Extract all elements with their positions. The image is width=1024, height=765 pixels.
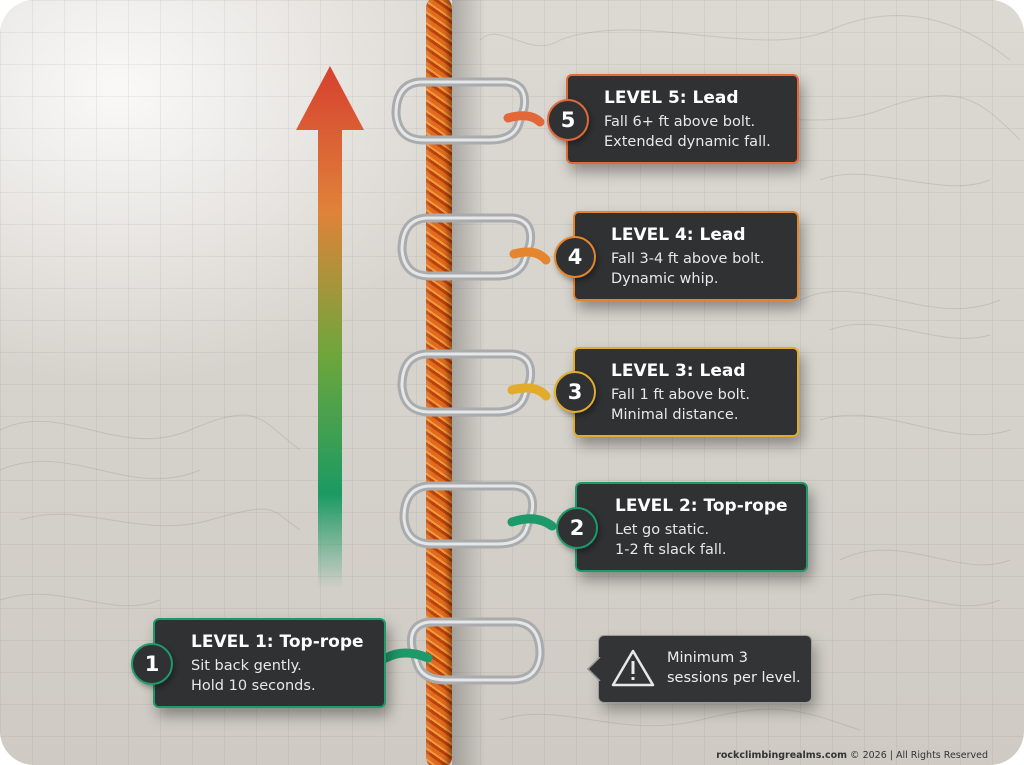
carabiner-icon <box>397 213 551 281</box>
level-1-title: LEVEL 1: Top-rope <box>191 632 364 652</box>
level-3-badge: 3 <box>554 371 596 413</box>
level-1-card: LEVEL 1: Top-rope Sit back gently. Hold … <box>153 618 386 708</box>
level-3-card: LEVEL 3: Lead Fall 1 ft above bolt. Mini… <box>573 347 799 437</box>
copyright-footer: rockclimbingrealms.com © 2026 | All Righ… <box>716 750 988 761</box>
rope-shadow <box>452 0 486 765</box>
footer-rights: © 2026 | All Rights Reserved <box>847 750 988 761</box>
climbing-rope <box>426 0 452 765</box>
level-3-title: LEVEL 3: Lead <box>611 361 746 381</box>
warning-triangle-icon <box>611 649 655 687</box>
level-4-title: LEVEL 4: Lead <box>611 225 746 245</box>
note-line-2: sessions per level. <box>667 670 801 686</box>
progress-up-arrow-icon <box>296 66 364 588</box>
level-2-line-2: 1-2 ft slack fall. <box>615 542 727 558</box>
carabiner-icon <box>391 77 545 145</box>
level-2-card: LEVEL 2: Top-rope Let go static. 1-2 ft … <box>575 482 808 572</box>
level-5-title: LEVEL 5: Lead <box>604 88 739 108</box>
level-4-line-2: Dynamic whip. <box>611 271 719 287</box>
carabiner-icon <box>381 617 545 685</box>
footer-site: rockclimbingrealms.com <box>716 750 848 761</box>
level-3-line-1: Fall 1 ft above bolt. <box>611 387 751 403</box>
carabiner-icon <box>399 481 557 549</box>
level-4-badge: 4 <box>554 236 596 278</box>
level-2-title: LEVEL 2: Top-rope <box>615 496 788 516</box>
level-1-badge: 1 <box>131 643 173 685</box>
level-2-badge: 2 <box>556 507 598 549</box>
level-5-card: LEVEL 5: Lead Fall 6+ ft above bolt. Ext… <box>566 74 799 164</box>
level-1-line-2: Hold 10 seconds. <box>191 678 316 694</box>
level-4-card: LEVEL 4: Lead Fall 3-4 ft above bolt. Dy… <box>573 211 799 301</box>
note-line-1: Minimum 3 <box>667 650 749 666</box>
level-5-line-2: Extended dynamic fall. <box>604 134 771 150</box>
level-4-line-1: Fall 3-4 ft above bolt. <box>611 251 765 267</box>
level-5-line-1: Fall 6+ ft above bolt. <box>604 114 756 130</box>
note-pointer <box>587 657 601 681</box>
session-note: Minimum 3 sessions per level. <box>587 635 812 703</box>
carabiner-icon <box>397 349 551 417</box>
level-3-line-2: Minimal distance. <box>611 407 739 423</box>
level-1-line-1: Sit back gently. <box>191 658 302 674</box>
level-5-badge: 5 <box>547 99 589 141</box>
level-2-line-1: Let go static. <box>615 522 710 538</box>
